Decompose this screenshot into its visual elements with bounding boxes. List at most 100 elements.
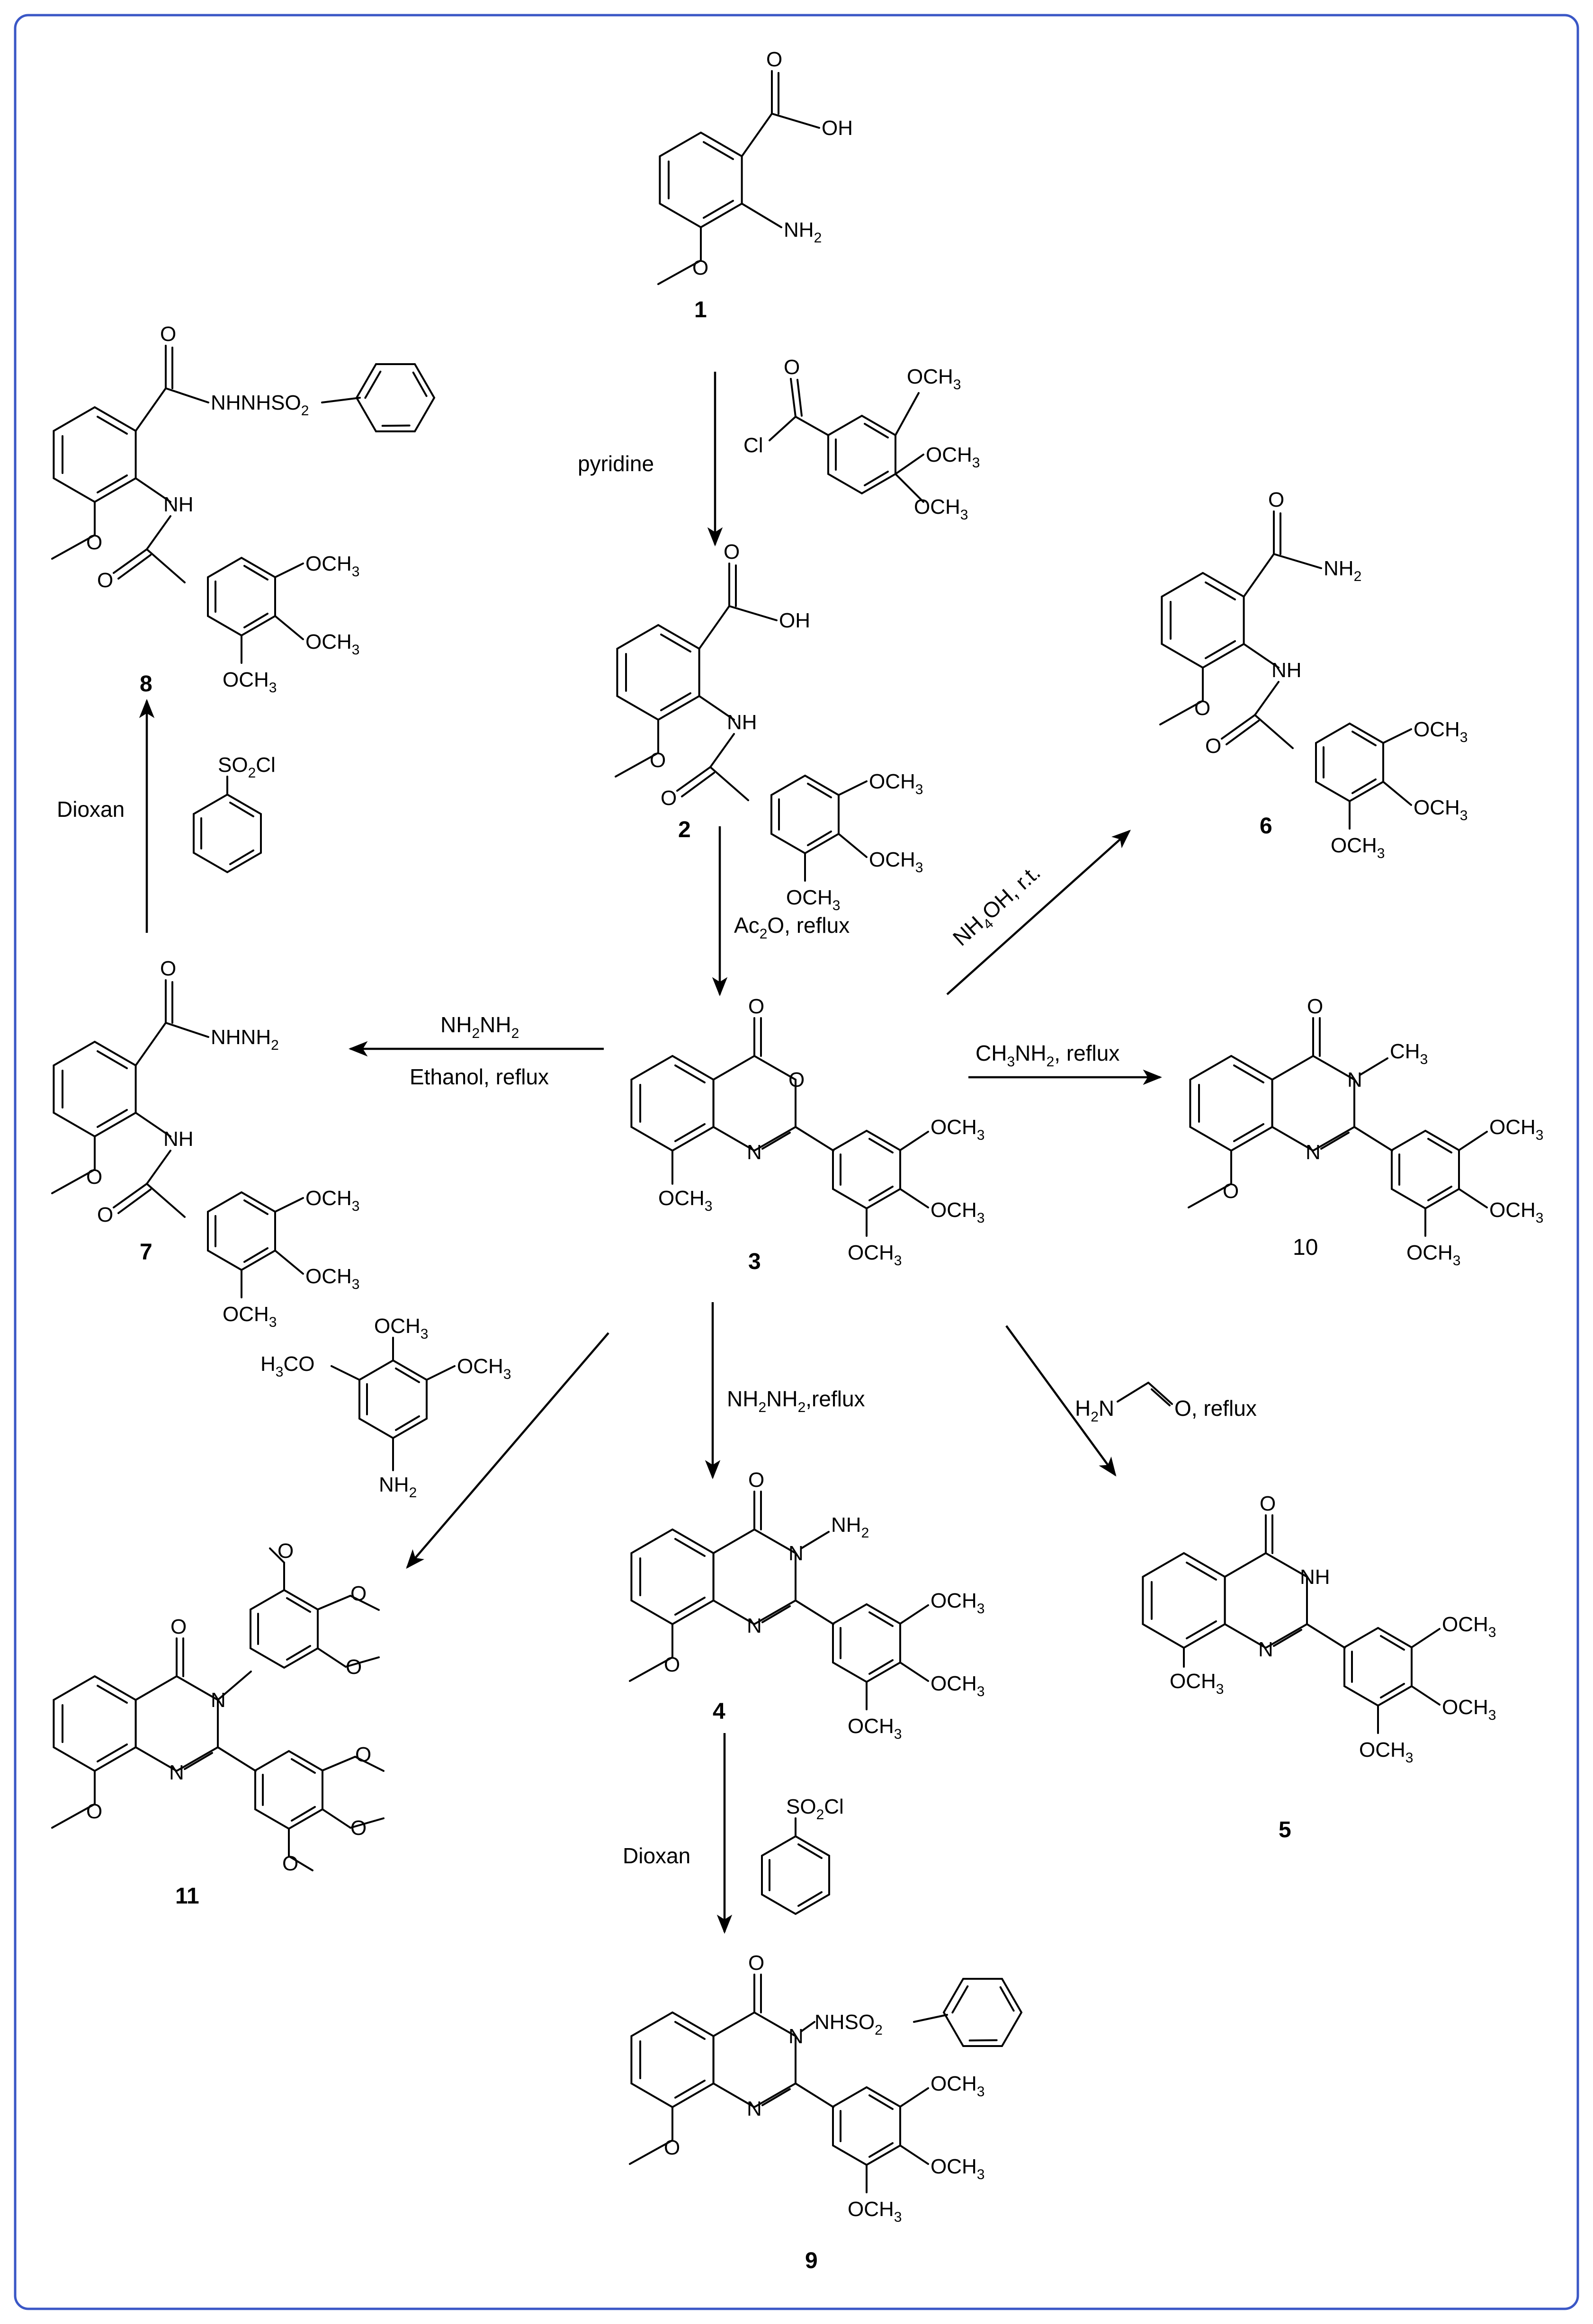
reagent-trimethoxybenzoyl-chloride: O Cl OCH3 OCH3 OCH3 [743,356,980,523]
och3-label: OCH3 [931,1198,984,1226]
condition-hydrazine-reflux: NH2NH2,reflux [727,1386,865,1415]
methoxy-o: O [664,2136,680,2159]
compound-number-3: 3 [748,1249,761,1274]
compound-10: O N CH3 N O [1188,995,1428,1208]
compound-number-11: 11 [175,1884,199,1909]
hydroxyl-label: OH [822,116,853,140]
condition-dioxan-top: Dioxan [57,797,125,822]
condition-hydrazine: NH2NH2 [440,1012,519,1041]
och3-label: OCH3 [869,770,923,797]
compound-number-5: 5 [1279,1817,1291,1842]
amide-nh2-label: NH2 [1324,557,1361,584]
ring-n1: N [1306,1141,1321,1164]
och3-label: OCH3 [907,365,961,393]
compound-number-1: 1 [694,297,707,322]
methoxy-o: O [282,1852,298,1875]
n-amino-label: NH2 [831,1513,869,1541]
carbonyl-o: O [1268,488,1284,511]
condition-pyridine: pyridine [578,451,654,476]
sulfonamide-label: NHSO2 [814,2011,883,2038]
och3-label: OCH3 [305,552,359,580]
compound-7: O NHNH2 NH O O [51,957,279,1226]
compound-9-aryl: OCH3 OCH3 OCH3 [832,2072,984,2225]
condition-formamide-reflux: O, reflux [1174,1396,1257,1421]
n-methyl-label: CH3 [1390,1040,1428,1067]
amide-o: O [97,1203,113,1226]
och3-label: OCH3 [869,848,923,876]
och3-label: OCH3 [374,1314,428,1342]
amide-o: O [97,569,113,592]
formamide-h2n-label: H2N [1075,1396,1114,1425]
och3-label: OCH3 [305,1265,359,1292]
methoxy-o: O [664,1653,680,1676]
och3-label: OCH3 [931,1116,984,1143]
och3-label: OCH3 [223,668,277,696]
och3-label: OCH3 [848,2198,902,2225]
ring-nh-label: NH [1300,1565,1330,1589]
och3-label: OCH3 [1442,1613,1496,1640]
lactone-o: O [748,995,764,1018]
compound-6-aryl: OCH3 OCH3 OCH3 [1315,718,1468,861]
compound-2-aryl: OCH3 OCH3 OCH3 [770,770,923,913]
carbonyl-o: O [748,1468,764,1492]
reagent-formamide: H2N O, reflux [1075,1382,1257,1425]
compound-number-8: 8 [140,671,152,697]
och3-label: OCH3 [1414,718,1468,745]
ring-n3: N [211,1689,226,1712]
ring-n: N [747,1141,762,1164]
compound-8: O NHNHSO2 NH O O [51,322,361,592]
compound-4-aryl: OCH3 OCH3 OCH3 [832,1589,984,1742]
so2cl-label: SO2Cl [786,1795,844,1823]
och3-label: OCH3 [931,2155,984,2182]
och3-label: OCH3 [926,443,980,471]
methoxy-o: O [350,1582,367,1605]
acyl-o: O [784,356,800,379]
compound-8-phenyl [346,346,445,449]
methoxy-o: O [277,1539,294,1563]
och3-label: OCH3 [1359,1738,1413,1766]
methoxy-o: O [1223,1180,1239,1203]
methoxy-o: O [1194,697,1210,720]
ring-n1: N [169,1761,184,1784]
arrow-3-to-5 [1005,1325,1117,1477]
ring-n1: N [747,2097,762,2120]
ring-n3: N [788,1542,804,1565]
och3-label: OCH3 [305,630,359,658]
och3-label: OCH3 [1489,1198,1543,1226]
och3-label: OCH3 [658,1187,712,1214]
so2cl-label: SO2Cl [218,753,276,781]
compound-9: O N NHSO2 N O [629,1951,948,2165]
methoxy-o: O [86,1165,102,1189]
och3-label: OCH3 [914,495,968,523]
compound-11-n-aryl: O O O [250,1539,380,1679]
compound-number-9: 9 [805,2248,818,2273]
amide-nh-label: NH [1271,659,1302,682]
compound-1: O OH NH2 O 1 [657,48,853,322]
compound-number-4: 4 [713,1699,725,1724]
condition-dioxan-bottom: Dioxan [623,1843,690,1868]
condition-nh4oh: NH4OH, r.t. [948,860,1048,954]
hydrazide-label: NHNH2 [211,1026,279,1053]
compound-10-aryl: OCH3 OCH3 OCH3 [1391,1116,1543,1269]
amide-nh-label: NH [163,1127,194,1151]
compound-11-c-aryl: O O O [254,1743,385,1875]
hydroxyl-label: OH [779,609,810,632]
ring-n3: N [788,2025,804,2048]
reagent-benzenesulfonyl-chloride-bottom: SO2Cl [761,1795,844,1915]
scheme-frame [14,14,1579,2310]
och3-label: OCH3 [786,886,840,913]
compound-number-10: 10 [1293,1235,1318,1260]
carbonyl-o: O [748,1951,764,1975]
methoxy-o: O [346,1655,362,1679]
carbonyl-o: O [1307,995,1323,1018]
methoxy-o: O [355,1743,371,1766]
compound-7-aryl: OCH3 OCH3 OCH3 [207,1187,359,1330]
reagent-trimethoxyaniline: OCH3 H3CO OCH3 NH2 [260,1314,511,1501]
compound-4: O N NH2 N O [629,1468,869,1682]
methoxy-o: O [350,1816,367,1840]
compound-9-phenyl [933,1961,1032,2064]
och3-label: OCH3 [931,2072,984,2100]
carbonyl-o: O [170,1615,187,1638]
amine-label: NH2 [784,218,822,246]
